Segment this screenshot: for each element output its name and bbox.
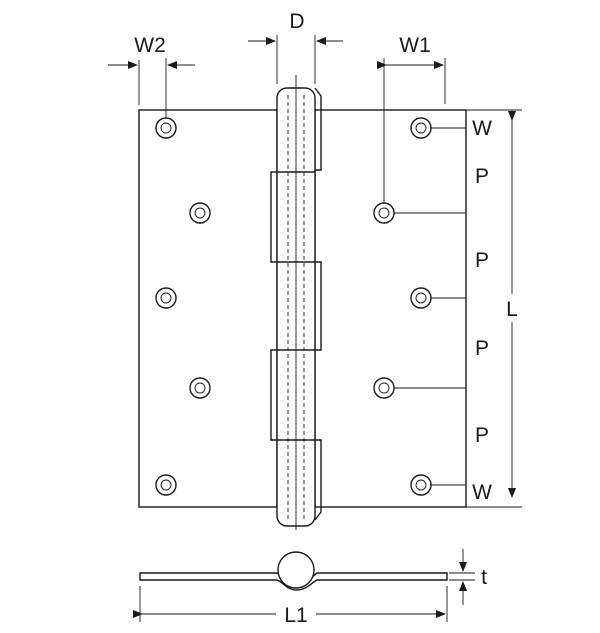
p-label-3: P (475, 337, 489, 360)
side-profile (139, 551, 448, 591)
p-label-2: P (475, 249, 489, 272)
w-bottom-label: W (472, 481, 492, 504)
screw-hole (189, 377, 211, 399)
pitch-extension-lines (394, 109, 522, 508)
screw-hole (373, 377, 395, 399)
p-label-1: P (475, 165, 489, 188)
t-label: t (481, 566, 487, 589)
l1-label: L1 (284, 604, 307, 627)
screw-hole (155, 117, 177, 139)
left-leaf (138, 109, 278, 508)
right-leaf (314, 109, 467, 508)
screw-hole (189, 202, 211, 224)
screw-hole (410, 287, 432, 309)
screw-hole (410, 117, 432, 139)
l-label-backdrop (503, 294, 521, 322)
t-dimension (449, 549, 475, 605)
knuckle-barrel (270, 75, 322, 530)
screw-hole (155, 287, 177, 309)
screw-hole (410, 474, 432, 496)
w-top-label: W (472, 117, 492, 140)
d-dimension (248, 35, 343, 84)
d-label: D (289, 10, 304, 33)
screw-hole (155, 474, 177, 496)
w2-dimension (108, 58, 195, 118)
w1-dimension (377, 58, 446, 203)
w2-label: W2 (134, 34, 166, 57)
l1-label-backdrop (276, 600, 316, 628)
p-label-4: P (475, 424, 489, 447)
w1-label: W1 (399, 34, 431, 57)
screw-hole (373, 202, 395, 224)
l-label: L (506, 298, 518, 321)
